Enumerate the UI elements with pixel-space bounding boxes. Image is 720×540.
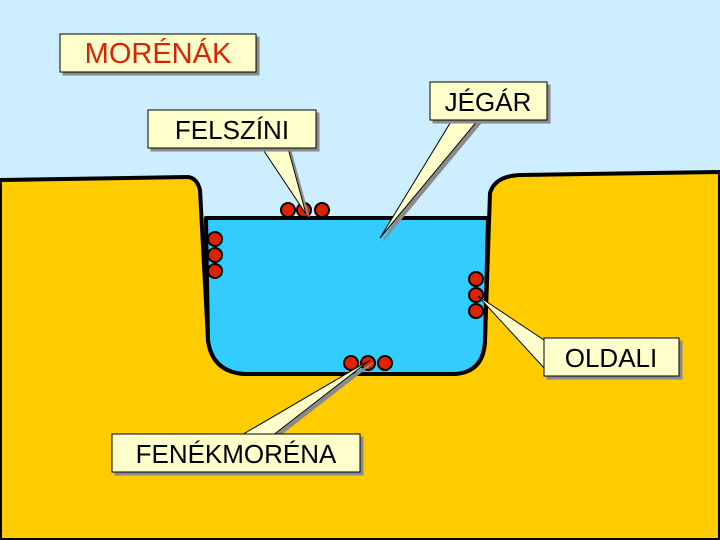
title-box: MORÉNÁK: [60, 34, 256, 72]
surface-label: FELSZÍNI: [175, 115, 289, 145]
right-lateral-moraine: [469, 272, 483, 318]
ground-label: FENÉKMORÉNA: [136, 439, 337, 469]
ground-label-box: FENÉKMORÉNA: [112, 434, 360, 472]
title-text: MORÉNÁK: [85, 37, 232, 70]
surface-label-box: FELSZÍNI: [148, 110, 316, 148]
ground-moraine: [344, 356, 392, 370]
left-lateral-moraine: [208, 232, 222, 278]
lateral-label: OLDALI: [565, 343, 658, 373]
lateral-label-box: OLDALI: [544, 338, 679, 376]
glacier-label: JÉGÁR: [445, 87, 532, 117]
glacier-ice: [206, 218, 488, 374]
glacier-label-box: JÉGÁR: [430, 82, 547, 120]
